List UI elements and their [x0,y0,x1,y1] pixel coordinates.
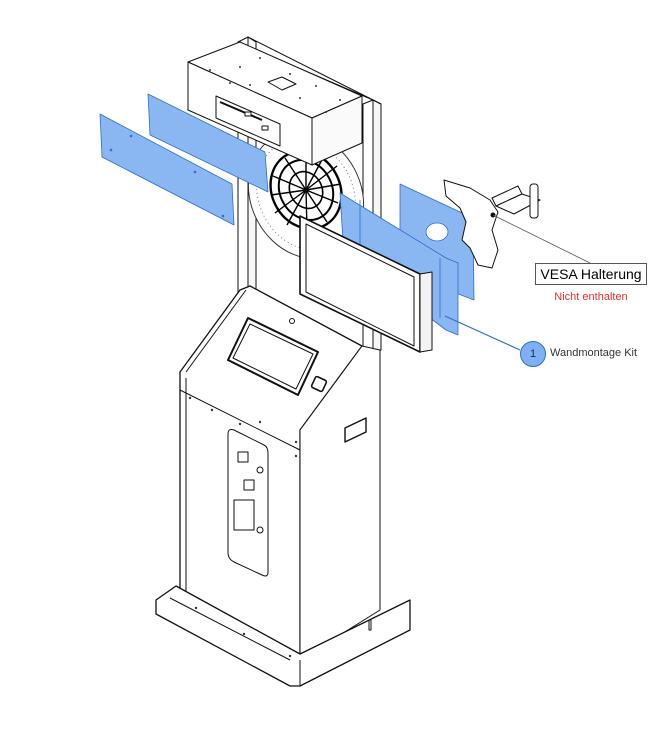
cabinet-base [155,585,411,687]
callout-number-1: 1 [520,341,546,367]
vesa-bracket [443,179,541,269]
top-electronics-box [187,41,363,166]
vesa-bracket-label: VESA Halterung [535,263,647,285]
side-panel-lower [99,113,235,226]
side-panel-upper [147,93,269,193]
cabinet-body [179,285,381,661]
callout-label-wall-mount-kit: Wandmontage Kit [550,347,638,359]
not-included-note: Nicht enthalten [554,291,628,303]
dartboard [247,130,365,260]
monitor [299,215,433,353]
